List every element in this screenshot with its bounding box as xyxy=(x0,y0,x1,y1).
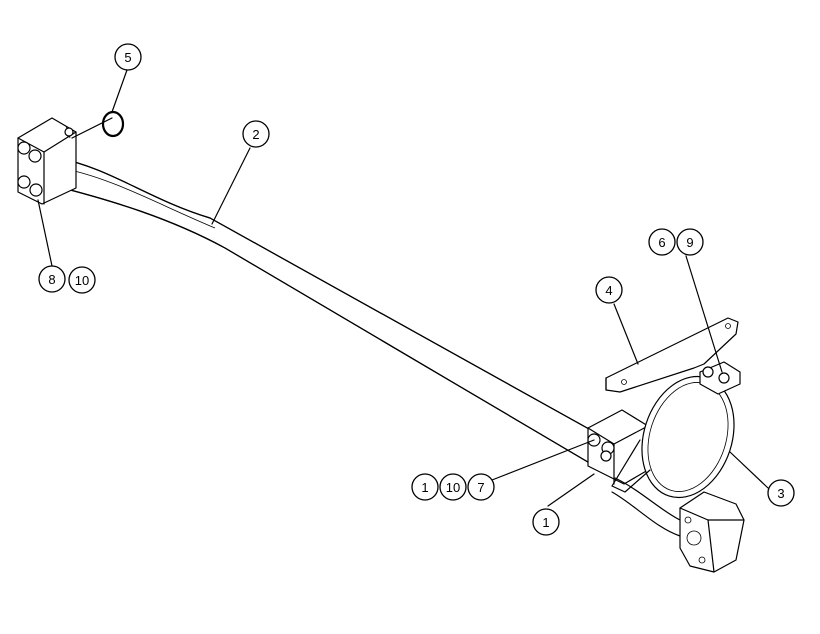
callout-10-left: 10 xyxy=(68,266,96,294)
callout-8: 8 xyxy=(38,265,66,293)
svg-text:6: 6 xyxy=(658,235,665,250)
leader-lines xyxy=(37,69,769,507)
clamp-block xyxy=(587,409,649,485)
svg-text:10: 10 xyxy=(446,480,460,495)
right-end-flange xyxy=(611,477,745,573)
left-flange xyxy=(17,117,77,205)
svg-text:3: 3 xyxy=(777,486,784,501)
svg-text:2: 2 xyxy=(252,127,259,142)
callout-5: 5 xyxy=(114,43,142,71)
svg-text:10: 10 xyxy=(75,273,89,288)
svg-text:1: 1 xyxy=(542,515,549,530)
callout-7: 7 xyxy=(467,473,495,501)
tube-assembly xyxy=(50,157,616,479)
callout-1-left: 1 xyxy=(411,473,439,501)
callout-2: 2 xyxy=(242,120,270,148)
callout-1-bottom: 1 xyxy=(532,508,560,536)
band-clamp xyxy=(611,375,735,499)
callout-3: 3 xyxy=(767,479,795,507)
callout-9: 9 xyxy=(676,228,704,256)
callout-6: 6 xyxy=(648,228,676,256)
o-ring xyxy=(101,110,125,138)
svg-text:9: 9 xyxy=(686,235,693,250)
svg-text:1: 1 xyxy=(421,480,428,495)
callout-10-right: 10 xyxy=(439,473,467,501)
svg-text:4: 4 xyxy=(605,283,612,298)
svg-text:7: 7 xyxy=(477,480,484,495)
svg-text:5: 5 xyxy=(124,50,131,65)
bracket xyxy=(605,317,741,395)
callout-4: 4 xyxy=(595,276,623,304)
svg-text:8: 8 xyxy=(48,272,55,287)
